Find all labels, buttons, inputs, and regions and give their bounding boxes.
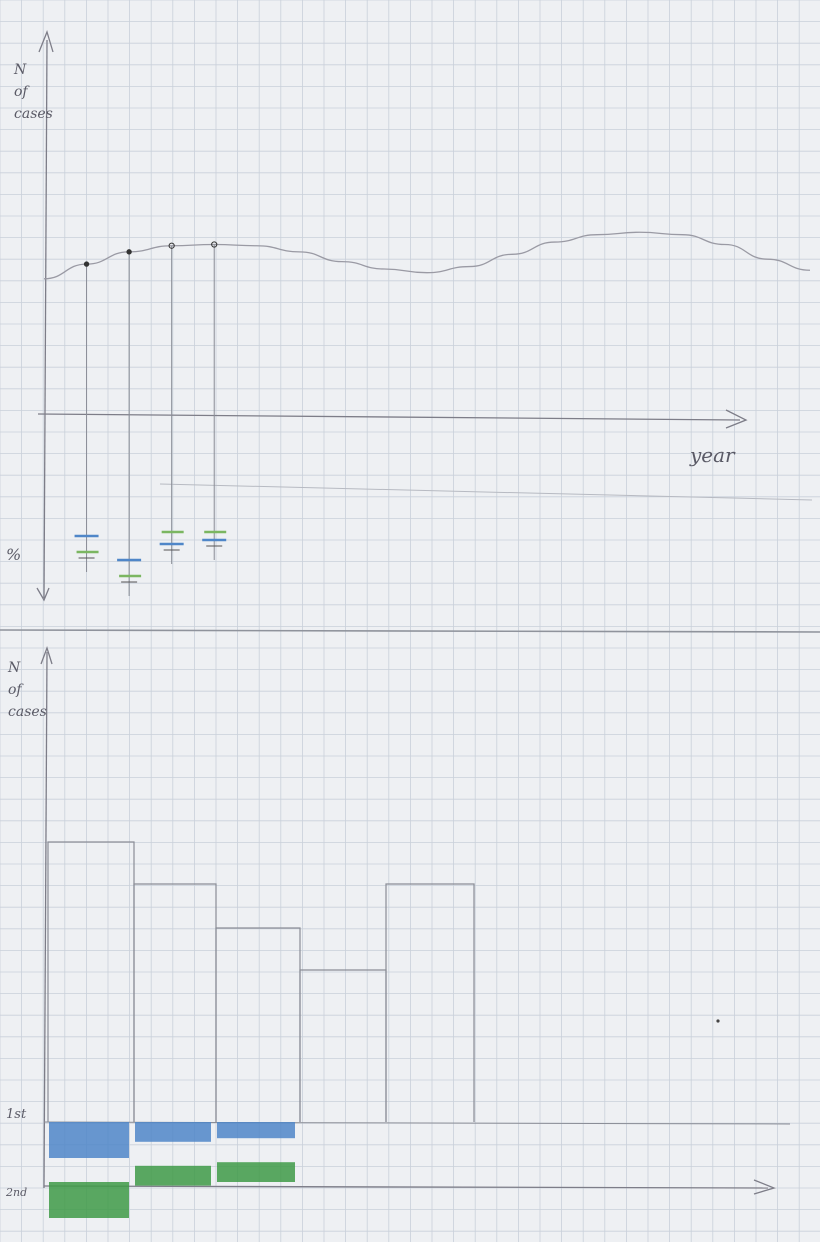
upper-y-axis (43, 39, 48, 599)
band-2nd-segment (217, 1162, 295, 1182)
curve-point (211, 241, 218, 248)
lower-y-axis-label-line: N (7, 660, 21, 676)
upper-y-axis-label: N of cases (13, 62, 53, 122)
upper-chart-marks (43, 231, 811, 596)
page-fold-divider (0, 629, 820, 633)
upper-faint-reference-line (159, 483, 813, 501)
band-2nd-segment (135, 1165, 211, 1186)
upper-x-axis-arrow (725, 409, 748, 429)
lower-x-axis (43, 1185, 769, 1189)
upper-y-axis-arrow-down (36, 587, 50, 602)
upper-y-axis-arrow-up (38, 30, 54, 53)
lower-y-axis (43, 651, 48, 1189)
lower-y-axis-label-line: of (8, 682, 24, 698)
band-1st-segment (135, 1122, 211, 1142)
lower-chart-marks (47, 841, 475, 1218)
lower-chart: N of cases 1st 2nd (5, 645, 791, 1218)
curve-point (126, 249, 132, 255)
upper-y-axis-label-line: cases (14, 106, 53, 122)
upper-y-axis-label-line: of (14, 84, 30, 100)
curve-point (83, 261, 90, 267)
curve-point (168, 242, 175, 249)
upper-chart: N of cases year % (6, 30, 813, 602)
pencil-dot (716, 1019, 720, 1023)
band-label-1st: 1st (6, 1107, 27, 1122)
upper-x-axis (37, 413, 741, 421)
band-1st-segment (49, 1122, 129, 1158)
band-2nd-segment (49, 1182, 129, 1218)
lower-x-axis-arrow (753, 1179, 776, 1195)
histogram-bar (385, 883, 475, 1122)
upper-y-axis-label-line: N (13, 62, 27, 78)
band-1st-segment (217, 1122, 295, 1139)
lower-y-axis-arrow (40, 645, 53, 665)
upper-x-axis-label: year (689, 443, 736, 467)
lower-y-axis-label: N of cases (7, 660, 47, 720)
lower-axis-percent-label: % (6, 545, 21, 564)
band-label-2nd: 2nd (5, 1186, 27, 1199)
lower-y-axis-label-line: cases (8, 704, 47, 720)
